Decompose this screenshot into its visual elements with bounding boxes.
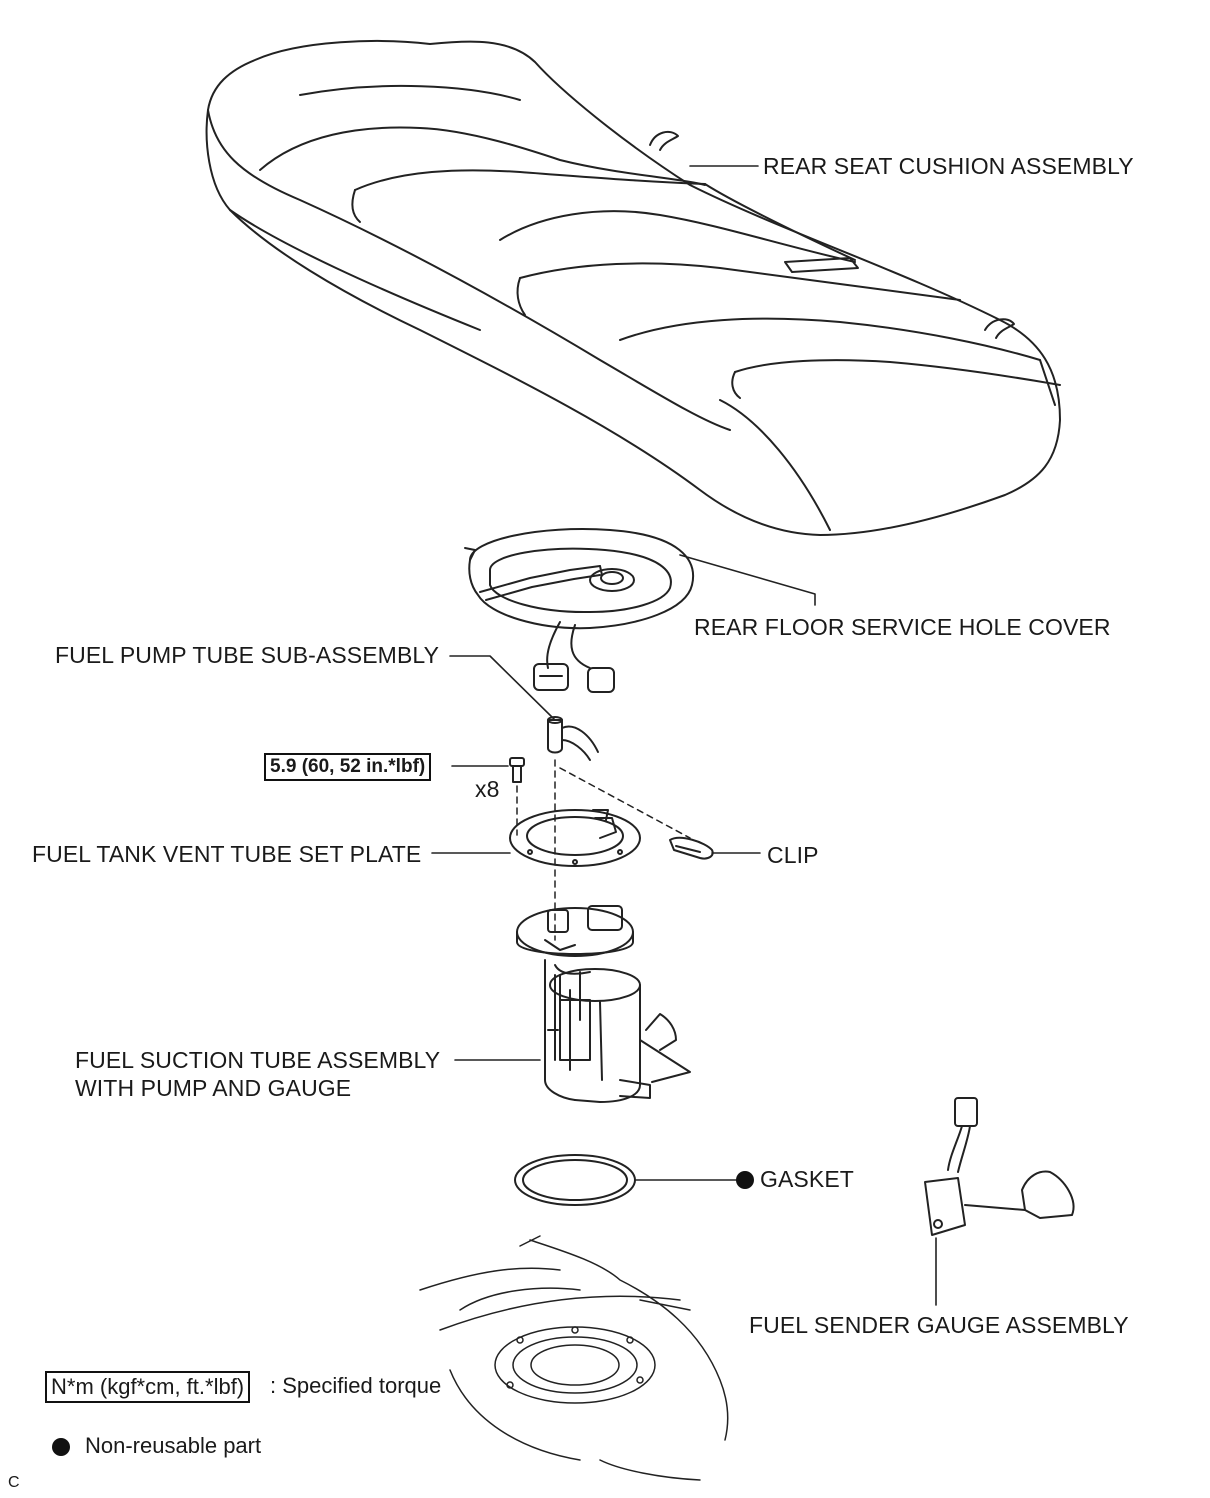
label-rear-floor-cover: REAR FLOOR SERVICE HOLE COVER: [694, 614, 1111, 640]
rear-seat-cushion-drawing: [205, 40, 1061, 536]
gasket-drawing: [514, 1154, 636, 1206]
bolt-drawing: [509, 757, 525, 783]
label-clip: CLIP: [767, 842, 819, 868]
alignment-dashed-lines: [516, 759, 691, 941]
fuel-sender-gauge-drawing: [924, 1097, 1075, 1236]
label-vent-tube-set-plate: FUEL TANK VENT TUBE SET PLATE: [32, 841, 422, 867]
non-reusable-dot-icon: [736, 1171, 754, 1189]
vent-tube-set-plate-drawing: [509, 809, 641, 867]
torque-value-box: 5.9 (60, 52 in.*lbf): [264, 753, 432, 781]
legend-non-reusable-desc: Non-reusable part: [85, 1433, 262, 1458]
label-suction-tube-line1: FUEL SUCTION TUBE ASSEMBLY: [75, 1047, 441, 1073]
label-bolt-count: x8: [475, 776, 500, 802]
clip-drawing: [669, 836, 714, 860]
fuel-pump-tube-drawing: [547, 716, 599, 761]
fuel-suction-tube-drawing: [516, 905, 691, 1103]
legend-torque-unit-box: N*m (kgf*cm, ft.*lbf): [45, 1371, 251, 1403]
label-sender-gauge: FUEL SENDER GAUGE ASSEMBLY: [749, 1312, 1129, 1338]
corner-mark: C: [8, 1474, 20, 1491]
label-suction-tube-line2: WITH PUMP AND GAUGE: [75, 1075, 352, 1101]
label-gasket: GASKET: [760, 1166, 854, 1192]
label-fuel-pump-tube: FUEL PUMP TUBE SUB-ASSEMBLY: [55, 642, 440, 668]
leader-lines: [431, 165, 937, 1306]
legend-torque-desc: : Specified torque: [270, 1373, 442, 1398]
fuel-tank-drawing: [419, 1235, 729, 1481]
rear-floor-cover-drawing: [464, 528, 694, 693]
label-rear-seat-cushion: REAR SEAT CUSHION ASSEMBLY: [763, 153, 1134, 179]
legend-non-reusable-dot-icon: [52, 1438, 70, 1456]
